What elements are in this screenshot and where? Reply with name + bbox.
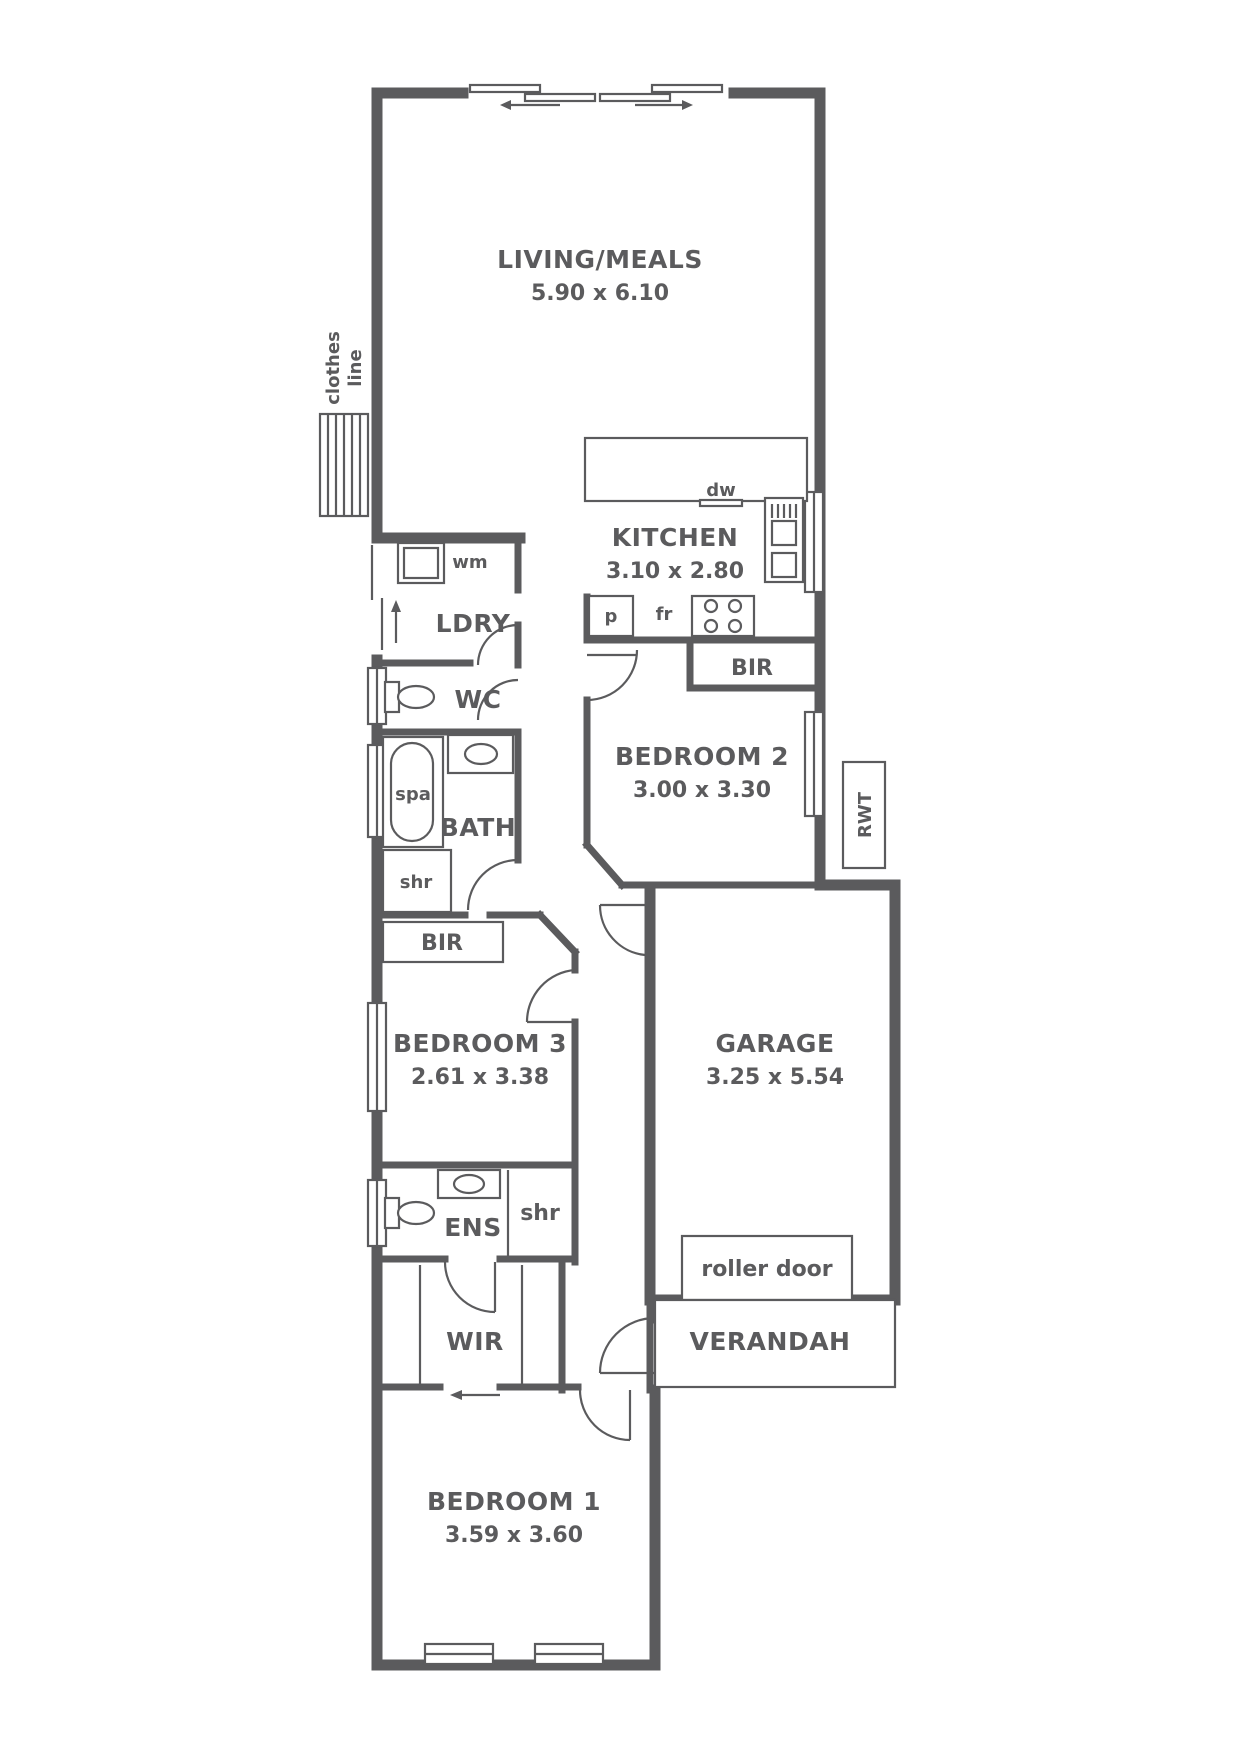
- bedroom1-label: BEDROOM 1: [427, 1487, 601, 1516]
- dishwasher-icon: [698, 498, 744, 508]
- arrow-right-icon: [682, 100, 693, 110]
- bedroom3-robe-label: BIR: [421, 931, 463, 956]
- bedroom2-robe-label: BIR: [731, 656, 773, 681]
- bedroom3-label: BEDROOM 3: [393, 1029, 567, 1058]
- kitchen-island: [583, 436, 809, 503]
- wc-label: WC: [455, 685, 502, 714]
- garage-label: GARAGE: [715, 1029, 834, 1058]
- spa-label: spa: [395, 784, 431, 805]
- living-dims: 5.90 x 6.10: [531, 281, 669, 306]
- windows: [366, 490, 825, 1666]
- kitchen-dims: 3.10 x 2.80: [606, 559, 744, 584]
- interior-walls: [373, 534, 824, 1394]
- verandah-area: [653, 1298, 897, 1389]
- ensuite-label: ENS: [444, 1213, 502, 1242]
- doors: [370, 545, 656, 1442]
- fixtures: [318, 412, 897, 1389]
- bedroom1-dims: 3.59 x 3.60: [445, 1523, 583, 1548]
- bath-label: BATH: [440, 813, 516, 842]
- dishwasher-label: dw: [706, 480, 736, 501]
- exterior-walls: [371, 87, 901, 1671]
- kitchen-label: KITCHEN: [612, 523, 739, 552]
- bedroom2-label: BEDROOM 2: [615, 742, 789, 771]
- clothes-line-label-2: line: [345, 349, 366, 386]
- wir-label: WIR: [446, 1327, 504, 1356]
- rwt-label: RWT: [855, 791, 876, 838]
- garage-dims: 3.25 x 5.54: [706, 1065, 844, 1090]
- clothes-line-icon: [318, 412, 370, 518]
- verandah-label: VERANDAH: [690, 1327, 851, 1356]
- fixture-labels: dw wm p fr BIR BIR spa shr shr roller do…: [323, 331, 876, 1282]
- living-label: LIVING/MEALS: [497, 245, 703, 274]
- room-labels: LIVING/MEALS 5.90 x 6.10 KITCHEN 3.10 x …: [393, 245, 851, 1548]
- roller-door: [680, 1234, 854, 1302]
- bath-shower-label: shr: [400, 872, 433, 893]
- ensuite-shower-label: shr: [520, 1201, 560, 1226]
- arrow-left-small-icon: [450, 1390, 462, 1400]
- sliding-door: [468, 83, 724, 110]
- pantry: [587, 594, 635, 638]
- bath-shower: [381, 848, 453, 914]
- bedroom2-dims: 3.00 x 3.30: [633, 778, 771, 803]
- clothes-line-label-1: clothes: [323, 331, 344, 405]
- bedroom3-robe: [381, 920, 505, 964]
- cooktop-icon: [690, 594, 756, 638]
- pantry-label: p: [605, 606, 618, 627]
- roller-door-label: roller door: [701, 1257, 832, 1282]
- bedroom3-dims: 2.61 x 3.38: [411, 1065, 549, 1090]
- rainwater-tank: [841, 760, 887, 870]
- arrow-left-icon: [500, 100, 511, 110]
- arrow-up-icon: [391, 600, 401, 612]
- washing-machine-label: wm: [452, 552, 487, 573]
- fridge-label: fr: [656, 604, 673, 625]
- laundry-label: LDRY: [436, 609, 511, 638]
- bath-vanity: [446, 733, 515, 775]
